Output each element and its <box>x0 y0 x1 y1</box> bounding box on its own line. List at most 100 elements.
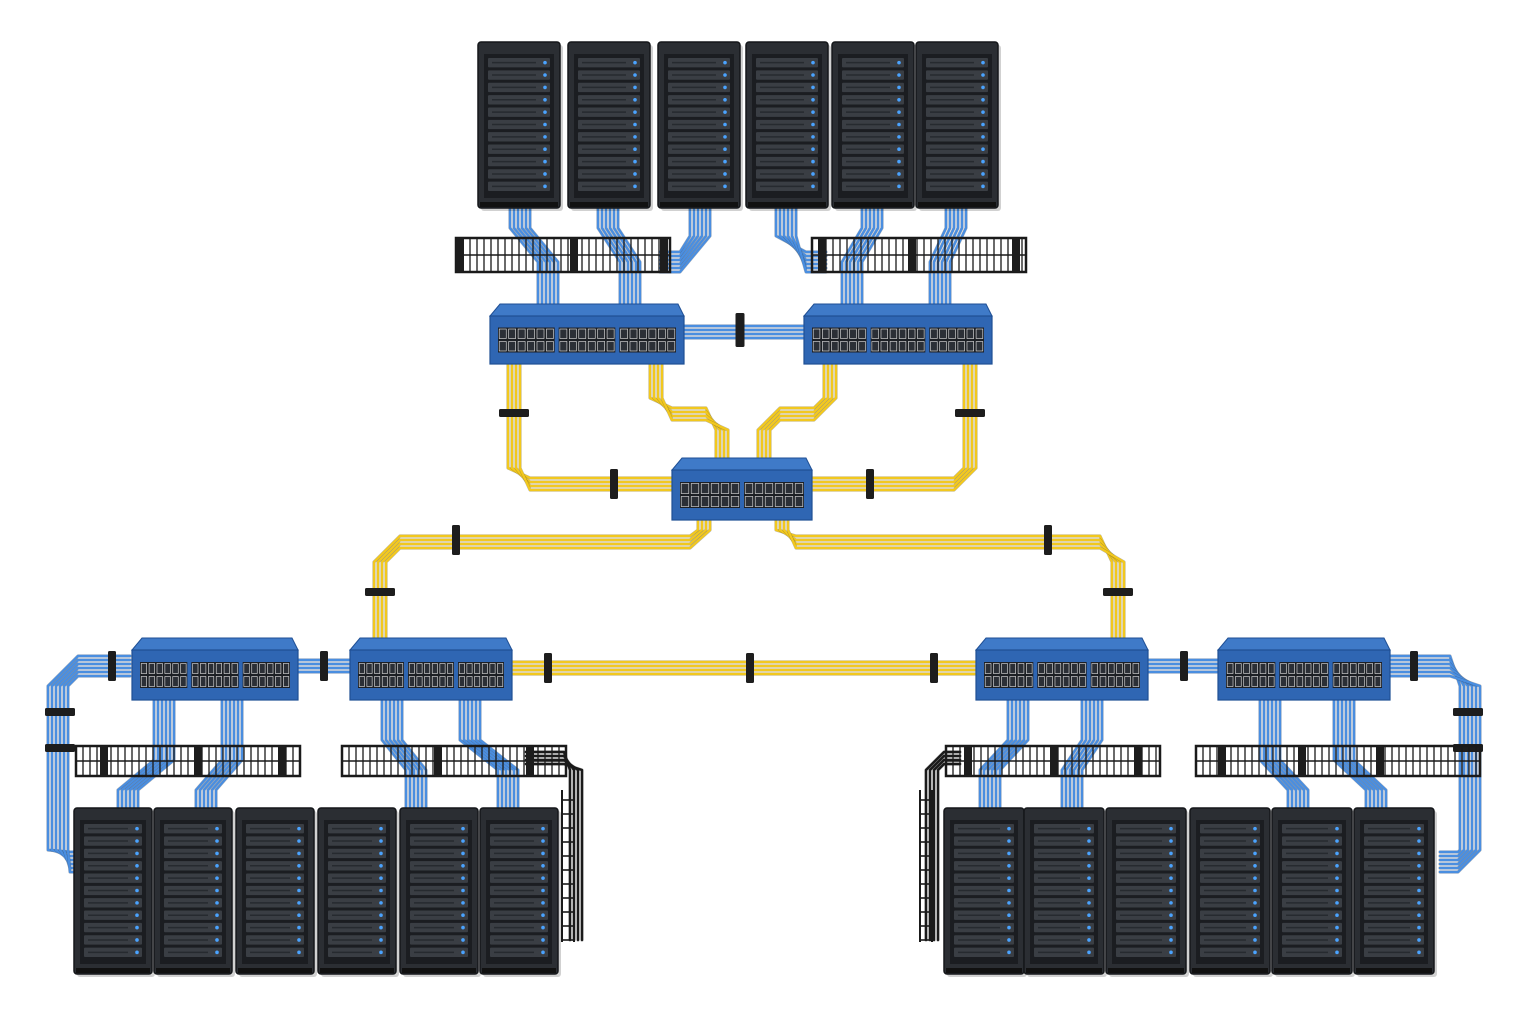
rack-led <box>461 938 465 942</box>
rack-led <box>541 913 545 918</box>
br-tray-run <box>924 750 962 942</box>
rack-base <box>156 968 230 973</box>
cable-shadow <box>778 518 1118 642</box>
ethernet-port <box>908 328 916 339</box>
server-rack-icon <box>943 807 1027 977</box>
port-block <box>870 327 926 353</box>
rack-led <box>811 159 815 164</box>
rack-led <box>135 950 139 955</box>
cable <box>786 518 1126 642</box>
rack-led <box>1007 851 1011 856</box>
rack-led <box>1253 863 1257 868</box>
cable-tie <box>100 746 108 776</box>
ethernet-port <box>1054 663 1062 674</box>
ethernet-port <box>948 341 956 352</box>
cable <box>58 666 132 866</box>
cable <box>1388 654 1462 854</box>
ethernet-port <box>180 676 187 687</box>
ethernet-port <box>140 663 147 674</box>
ethernet-port <box>880 328 888 339</box>
cable <box>760 362 830 464</box>
rack-led <box>461 913 465 918</box>
ethernet-port <box>930 328 938 339</box>
rack-base <box>320 968 394 973</box>
server-rack-icon <box>1105 807 1189 977</box>
rack-led <box>897 122 901 127</box>
rack-led <box>1253 938 1257 942</box>
ethernet-port <box>720 496 730 507</box>
cable-tie <box>964 746 972 776</box>
rack-led <box>811 135 815 139</box>
rack-led <box>1335 913 1339 918</box>
ethernet-port <box>1366 663 1373 674</box>
rack-led <box>1169 950 1173 955</box>
ethernet-port <box>389 676 396 687</box>
ethernet-port <box>1288 676 1295 687</box>
ethernet-port <box>275 663 282 674</box>
rack-led <box>1335 839 1339 843</box>
ethernet-port <box>164 663 171 674</box>
rack-led <box>1335 826 1339 831</box>
cable-tie <box>955 409 985 417</box>
rack-led <box>1335 888 1339 893</box>
ethernet-port <box>148 676 155 687</box>
cable <box>778 518 1118 642</box>
rack-led <box>723 73 727 77</box>
ethernet-port <box>1226 663 1234 674</box>
ethernet-port <box>424 663 431 674</box>
cable-tie <box>194 746 202 776</box>
ethernet-port <box>966 341 974 352</box>
ethernet-port <box>517 341 526 352</box>
ethernet-port <box>559 341 568 352</box>
rack-led <box>981 135 985 139</box>
ethernet-port <box>1071 676 1078 687</box>
rack-led <box>1007 826 1011 831</box>
port-block <box>1226 662 1276 688</box>
ethernet-port <box>754 496 764 507</box>
rack-base <box>946 968 1022 973</box>
cable <box>54 662 132 862</box>
ethernet-port <box>381 663 388 674</box>
ethernet-port <box>578 328 587 339</box>
ethernet-port <box>840 328 848 339</box>
ethernet-port <box>1243 676 1250 687</box>
ethernet-port <box>720 483 730 494</box>
cable <box>660 362 730 464</box>
ethernet-port <box>259 663 266 674</box>
rack-led <box>981 73 985 77</box>
cable <box>66 674 132 874</box>
rack-led <box>811 60 815 65</box>
ethernet-port <box>730 496 740 507</box>
rack-led <box>543 122 547 127</box>
ethernet-port <box>700 496 710 507</box>
rack-led <box>723 85 727 90</box>
rack-led <box>1169 938 1173 942</box>
ethernet-port <box>680 496 690 507</box>
ethernet-port <box>408 676 415 687</box>
cable-tray-icon <box>454 236 672 274</box>
ethernet-port <box>764 496 774 507</box>
ethernet-port <box>1079 676 1086 687</box>
ethernet-port <box>1001 676 1008 687</box>
cable-tie <box>108 651 116 681</box>
cable <box>1068 698 1092 812</box>
ethernet-port <box>251 676 258 687</box>
ethernet-port <box>466 676 473 687</box>
rack-led <box>981 159 985 164</box>
ethernet-port <box>587 328 596 339</box>
rack-led <box>981 122 985 127</box>
ethernet-port <box>1132 676 1140 687</box>
rack-led <box>633 172 637 176</box>
cable-tie <box>660 238 668 272</box>
ethernet-port <box>858 341 866 352</box>
ethernet-port <box>858 328 866 339</box>
rack-led <box>1335 950 1339 955</box>
network-switch-icon <box>348 637 513 701</box>
rack-led <box>541 839 545 843</box>
ethernet-port <box>1009 676 1016 687</box>
ethernet-port <box>667 341 676 352</box>
ethernet-port <box>1071 663 1078 674</box>
rack-led <box>215 851 219 856</box>
ethernet-port <box>508 341 516 352</box>
port-block <box>744 482 804 508</box>
